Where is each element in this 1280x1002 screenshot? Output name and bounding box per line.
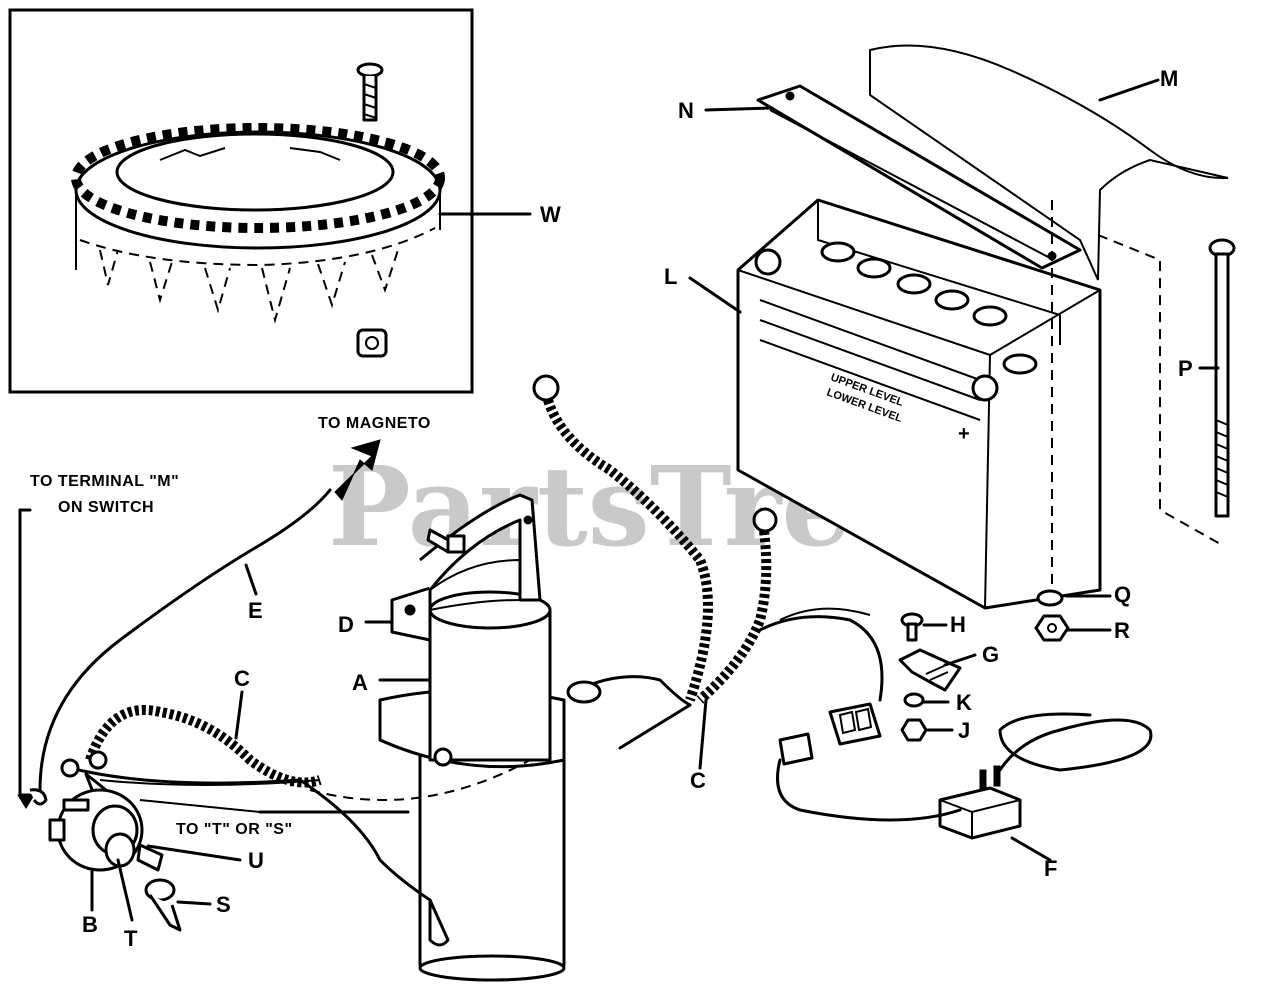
starter-bracket [390,493,542,642]
connector-bracket [898,648,962,692]
callout-f: F [1044,856,1057,881]
callout-u: U [248,848,264,873]
callout-g: G [982,642,999,667]
callout-t: T [124,926,138,951]
washer [1036,589,1064,607]
callout-e: E [248,598,263,623]
callout-h: H [950,612,966,637]
note-to-t-or-s: TO "T" OR "S" [176,821,293,838]
callout-k: K [956,690,972,715]
callout-l: L [664,264,677,289]
wire-e [17,439,381,809]
flywheel-ring-gear [71,123,445,270]
note-to-magneto: TO MAGNETO [318,415,431,432]
washer-k [903,692,925,708]
callout-r: R [1114,618,1130,643]
lead-to-t-or-s [139,799,261,813]
battery: UPPER LEVEL LOWER LEVEL + [736,198,1102,610]
nut-j [900,718,928,742]
wire-harness [532,374,884,750]
bolt-path-dashed-2 [1097,234,1223,546]
flywheel-screw [356,62,384,122]
charger-cord-connector [776,702,962,822]
callout-b: B [82,912,98,937]
starter-motor [378,558,566,982]
ignition-key [136,843,182,932]
screw-h [900,612,924,642]
callout-m: M [1160,66,1178,91]
switch-harness [60,705,531,947]
flywheel-nut [356,328,388,358]
leader-lines [90,78,1220,922]
callout-q: Q [1114,582,1131,607]
callout-p: P [1178,356,1193,381]
callout-w: W [540,202,561,227]
fender-panel [869,44,1229,281]
callout-a: A [352,670,368,695]
callout-c-left: C [234,666,250,691]
battery-plus-mark: + [958,423,970,445]
bracket-screw [426,528,466,554]
note-to-terminal-m-line2: ON SWITCH [58,499,154,516]
callout-c-right: C [690,768,706,793]
battery-caps [820,241,1038,375]
flywheel-fan-dashed [79,227,436,324]
battery-positive-terminal [971,374,999,402]
ignition-switch [48,788,144,872]
battery-charger [938,712,1153,840]
flywheel-inset [8,8,532,394]
note-to-terminal-m-line1: TO TERMINAL "M" [30,473,179,490]
hex-nut-r [1034,614,1070,642]
callout-s: S [216,892,231,917]
callout-j: J [958,718,970,743]
callout-d: D [338,612,354,637]
hold-down-bolt [1208,238,1236,518]
callout-n: N [678,98,694,123]
battery-negative-terminal [754,248,782,276]
hold-down-strap [756,84,1082,270]
